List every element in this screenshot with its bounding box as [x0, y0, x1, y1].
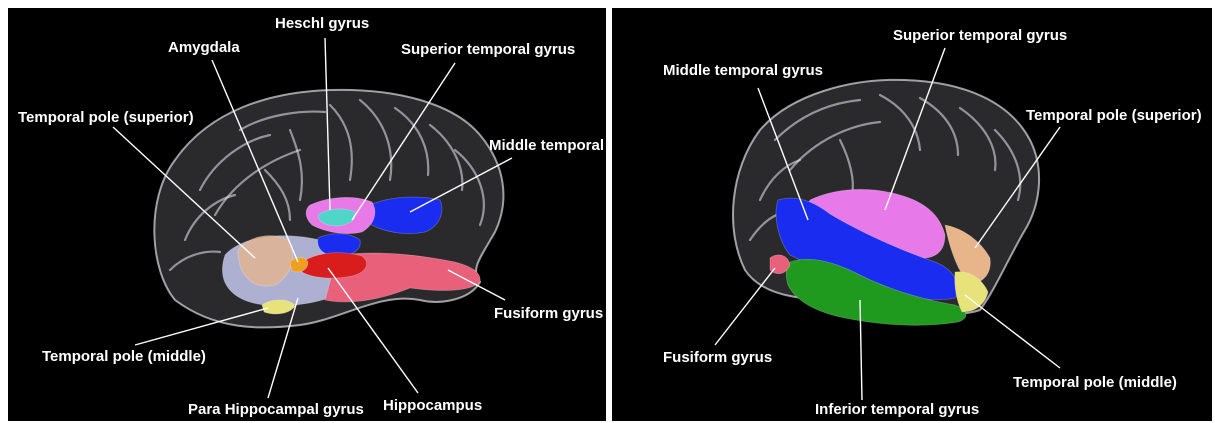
left-label-temporal-pole-superior: Temporal pole (superior): [18, 109, 194, 126]
left-label-parahippocampal-gyrus: Para Hippocampal gyrus: [188, 401, 364, 418]
right-label-fusiform-gyrus: Fusiform gyrus: [663, 349, 772, 366]
left-label-fusiform-gyrus: Fusiform gyrus: [494, 305, 603, 322]
right-label-superior-temporal-gyrus: Superior temporal gyrus: [893, 27, 1067, 44]
right-panel: Superior temporal gyrus Middle temporal …: [612, 8, 1212, 421]
right-label-temporal-pole-middle: Temporal pole (middle): [1013, 374, 1177, 391]
right-brain-illustration: [733, 80, 1039, 325]
left-middle-temporal-region: [367, 197, 442, 234]
left-label-hippocampus: Hippocampus: [383, 397, 482, 414]
right-label-middle-temporal-gyrus: Middle temporal gyrus: [663, 62, 823, 79]
right-label-inferior-temporal-gyrus: Inferior temporal gyrus: [815, 401, 979, 418]
left-panel: Heschl gyrus Amygdala Superior temporal …: [8, 8, 649, 421]
left-label-temporal-pole-middle: Temporal pole (middle): [42, 348, 206, 365]
left-label-superior-temporal-gyrus: Superior temporal gyrus: [401, 41, 575, 58]
right-label-temporal-pole-superior: Temporal pole (superior): [1026, 107, 1202, 124]
left-label-heschl-gyrus: Heschl gyrus: [275, 15, 369, 32]
left-label-amygdala: Amygdala: [168, 39, 240, 56]
